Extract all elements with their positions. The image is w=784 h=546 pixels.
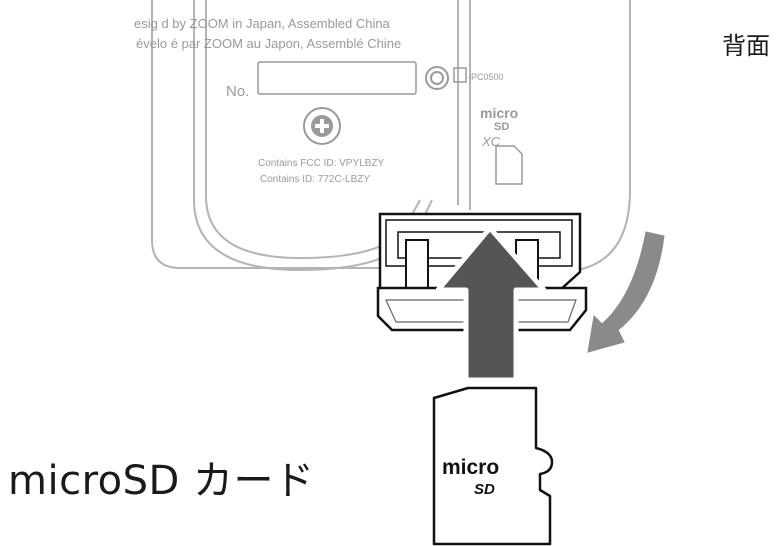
fcc-id-text: Contains FCC ID: VPYLBZY	[258, 158, 384, 169]
regulatory-mark-icon	[425, 66, 467, 90]
insert-direction-arrow-icon	[435, 225, 547, 383]
device-text-line2: évelo é par ZOOM au Japon, Assemblé Chin…	[136, 36, 401, 51]
microsd-card-label: microSD カード	[8, 458, 315, 504]
model-code-text: -PC0500	[468, 72, 504, 82]
serial-number-label: No.	[226, 83, 249, 100]
device-body-outline	[151, 0, 380, 269]
device-logo-sd: SD	[494, 121, 509, 133]
serial-number-box	[257, 61, 417, 95]
ic-id-text: Contains ID: 772C-LBZY	[260, 174, 370, 185]
microsd-card: micro SD	[432, 386, 554, 546]
close-cover-arrow-icon	[587, 231, 665, 353]
card-logo-micro: micro	[442, 456, 499, 479]
microsdxc-logo-icon: micro SD XC	[480, 105, 523, 185]
device-text-line1: esig d by ZOOM in Japan, Assembled China	[134, 16, 391, 31]
back-side-label: 背面	[722, 32, 770, 60]
screw-icon	[303, 107, 341, 145]
device-logo-micro: micro	[480, 105, 518, 121]
card-logo-sd: SD	[474, 481, 495, 498]
